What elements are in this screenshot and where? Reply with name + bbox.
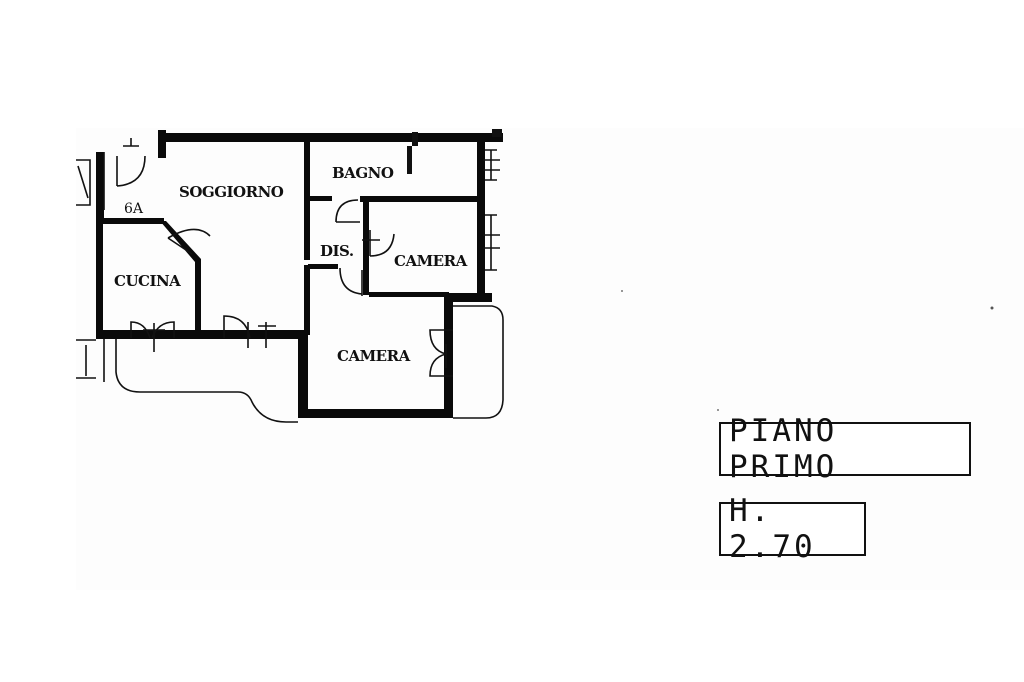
label-camera-2: CAMERA: [337, 347, 411, 365]
label-cucina: CUCINA: [114, 272, 181, 290]
ceiling-height-label: H. 2.70: [719, 493, 866, 565]
thin-lines: [76, 129, 504, 423]
doors: [116, 138, 453, 377]
label-bagno: BAGNO: [332, 164, 394, 182]
label-disimpegno: DIS.: [320, 242, 354, 260]
label-camera-1: CAMERA: [394, 252, 468, 270]
plan-sheet: [76, 128, 1024, 590]
walls: [96, 130, 503, 418]
label-soggiorno: SOGGIORNO: [179, 183, 284, 201]
label-entry-mark: 6A: [124, 201, 144, 217]
room-labels: 6A SOGGIORNO BAGNO DIS. CAMERA CUCINA CA…: [114, 164, 468, 365]
floor-label: PIANO PRIMO: [719, 413, 971, 485]
